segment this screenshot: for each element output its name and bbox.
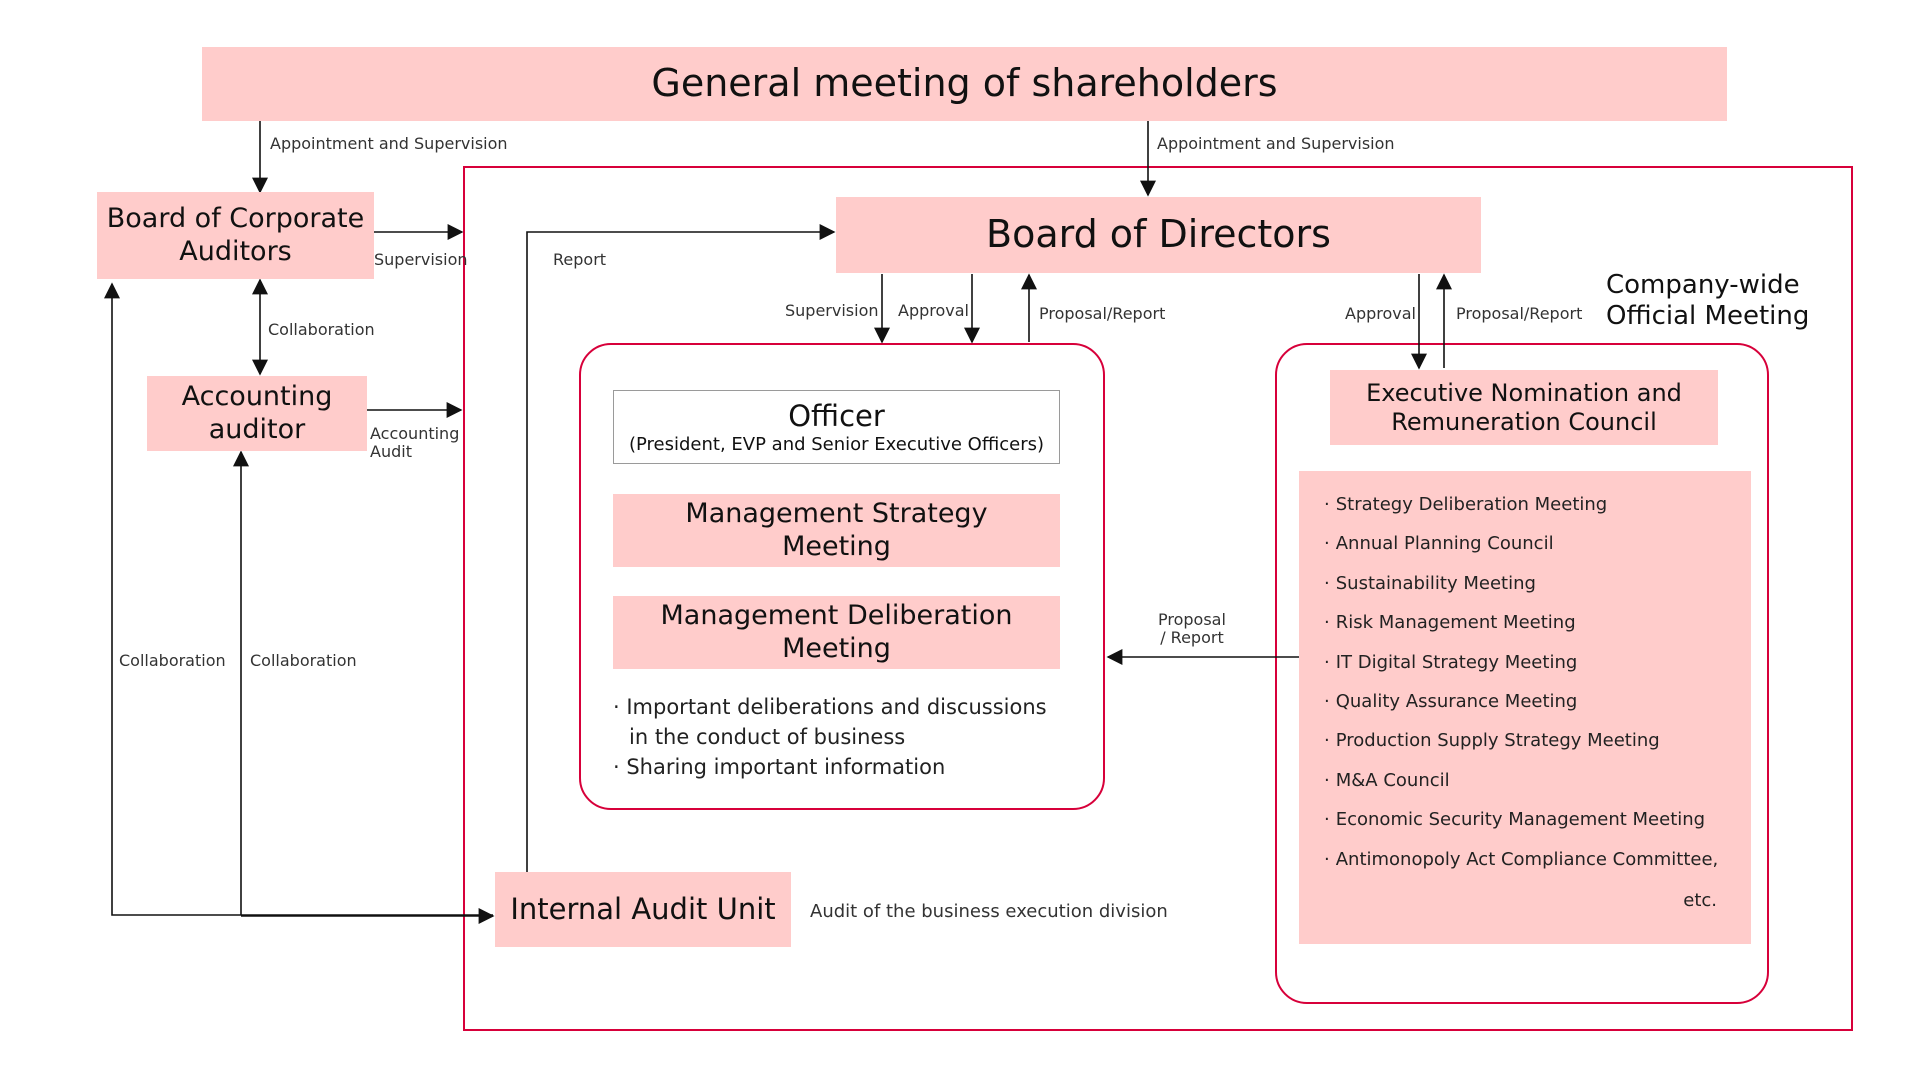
bullet-dot: · <box>1324 651 1330 673</box>
meeting-name: Economic Security Management Meeting <box>1335 809 1706 831</box>
meeting-name: Risk Management Meeting <box>1335 612 1576 634</box>
label-proposal-mid-line1: Proposal <box>1158 610 1226 629</box>
label-appointment-left: Appointment and Supervision <box>270 134 508 153</box>
meeting-name: Sustainability Meeting <box>1335 572 1536 594</box>
mdm-title-line2: Meeting <box>782 632 891 664</box>
shareholders-title: General meeting of shareholders <box>651 61 1278 106</box>
label-proposal-report-enrc: Proposal/Report <box>1456 304 1583 323</box>
bullet-dot: · <box>1324 612 1330 634</box>
meeting-list-item: ·IT Digital Strategy Meeting <box>1324 643 1751 682</box>
bullet-dot: · <box>1324 809 1330 831</box>
meeting-list-item: ·Strategy Deliberation Meeting <box>1324 485 1751 524</box>
msm-title-line1: Management Strategy <box>685 498 988 530</box>
company-wide-line1: Company-wide <box>1606 270 1800 300</box>
meeting-list-item: ·Quality Assurance Meeting <box>1324 682 1751 721</box>
label-accounting-audit-line1: Accounting <box>370 424 460 443</box>
shareholders-box: General meeting of shareholders <box>202 47 1727 121</box>
label-proposal-report-bod: Proposal/Report <box>1039 304 1166 323</box>
management-note: · Sharing important information <box>613 755 946 779</box>
meeting-name: Antimonopoly Act Compliance Committee, <box>1335 848 1719 870</box>
bca-title-line2: Auditors <box>179 235 292 267</box>
label-accounting-audit: Accounting Audit <box>370 424 460 462</box>
meeting-list-item: ·Risk Management Meeting <box>1324 603 1751 642</box>
meeting-name: IT Digital Strategy Meeting <box>1335 651 1578 673</box>
company-wide-label: Company-wide Official Meeting <box>1606 270 1809 331</box>
board-of-directors-box: Board of Directors <box>836 197 1481 273</box>
bullet-dot: · <box>1324 690 1330 712</box>
meetings-etc: etc. <box>1683 890 1717 911</box>
bullet-dot: · <box>1324 848 1330 870</box>
meeting-name: M&A Council <box>1335 769 1450 791</box>
officer-subtitle: (President, EVP and Senior Executive Off… <box>628 433 1045 455</box>
meeting-list-item: ·Annual Planning Council <box>1324 524 1751 563</box>
meeting-name: Quality Assurance Meeting <box>1335 690 1578 712</box>
label-collaboration-bca-aa: Collaboration <box>268 320 375 339</box>
label-approval-enrc: Approval <box>1345 304 1416 323</box>
label-report: Report <box>553 250 607 269</box>
management-strategy-meeting-box: Management Strategy Meeting <box>613 494 1060 567</box>
meeting-list-item: ·Sustainability Meeting <box>1324 564 1751 603</box>
bullet-dot: · <box>1324 494 1330 515</box>
label-supervision-bod: Supervision <box>785 301 879 320</box>
meeting-list-item: ·Antimonopoly Act Compliance Committee, <box>1324 840 1751 879</box>
board-of-corporate-auditors-box: Board of Corporate Auditors <box>97 192 374 279</box>
label-proposal-mid-line2: / Report <box>1160 628 1224 648</box>
meeting-name: Production Supply Strategy Meeting <box>1335 730 1660 752</box>
enrc-title-line1: Executive Nomination and <box>1366 378 1682 407</box>
bullet-dot: · <box>1324 572 1330 594</box>
officer-title: Officer <box>788 398 885 433</box>
label-supervision-bca: Supervision <box>374 250 468 269</box>
meeting-list-item: ·M&A Council <box>1324 761 1751 800</box>
management-deliberation-meeting-box: Management Deliberation Meeting <box>613 596 1060 669</box>
meeting-name: Strategy Deliberation Meeting <box>1335 494 1608 515</box>
aa-title-line2: auditor <box>208 413 306 445</box>
enrc-title-line2: Remuneration Council <box>1391 407 1657 436</box>
bod-title: Board of Directors <box>986 212 1331 257</box>
management-note: in the conduct of business <box>629 725 906 749</box>
internal-audit-title: Internal Audit Unit <box>510 892 776 927</box>
exec-nomination-council-box: Executive Nomination and Remuneration Co… <box>1330 370 1718 445</box>
label-proposal-mid: Proposal / Report <box>1158 610 1226 648</box>
officer-box: Officer (President, EVP and Senior Execu… <box>613 390 1060 464</box>
internal-audit-note: Audit of the business execution division <box>810 901 1168 922</box>
bullet-dot: · <box>1324 533 1330 555</box>
accounting-auditor-box: Accounting auditor <box>147 376 367 451</box>
company-wide-line2: Official Meeting <box>1606 300 1810 331</box>
management-notes: · Important deliberations and discussion… <box>613 692 1047 782</box>
meeting-list: ·Strategy Deliberation Meeting·Annual Pl… <box>1324 485 1751 879</box>
bullet-dot: · <box>1324 730 1330 752</box>
bca-title-line1: Board of Corporate <box>106 203 365 235</box>
label-accounting-audit-line2: Audit <box>370 442 412 462</box>
mdm-title-line1: Management Deliberation <box>660 600 1013 632</box>
company-wide-meetings-box: ·Strategy Deliberation Meeting·Annual Pl… <box>1299 471 1751 944</box>
label-approval-bod: Approval <box>898 301 969 320</box>
meeting-list-item: ·Production Supply Strategy Meeting <box>1324 721 1751 760</box>
msm-title-line2: Meeting <box>782 530 891 562</box>
internal-audit-unit-box: Internal Audit Unit <box>495 872 791 947</box>
label-collaboration-left: Collaboration <box>119 651 226 670</box>
meeting-list-item: ·Economic Security Management Meeting <box>1324 800 1751 839</box>
bullet-dot: · <box>1324 769 1330 791</box>
management-note: · Important deliberations and discussion… <box>613 695 1047 719</box>
meeting-name: Annual Planning Council <box>1335 533 1554 555</box>
aa-title-line1: Accounting <box>181 381 333 413</box>
company-wide-group <box>1275 343 1769 1004</box>
label-collaboration-right: Collaboration <box>250 651 357 670</box>
label-appointment-right: Appointment and Supervision <box>1157 134 1395 153</box>
